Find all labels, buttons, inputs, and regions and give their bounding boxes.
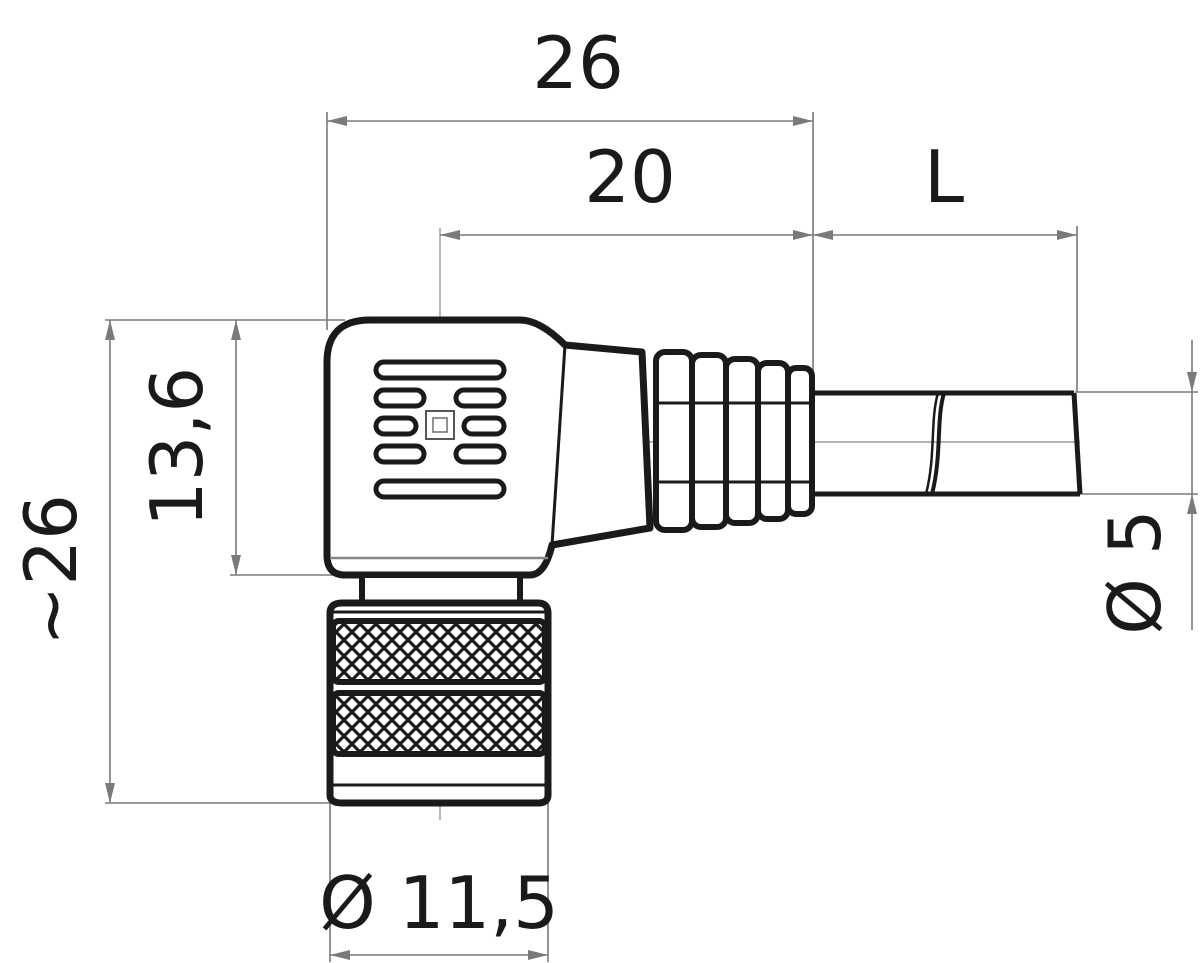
connector-body [323, 316, 1083, 807]
dim-cable-diameter [1187, 340, 1197, 630]
label-body-length: 20 [584, 135, 676, 219]
dimension-labels: 26 20 L 13,6 ~26 Ø 5 Ø 11,5 [9, 21, 1177, 945]
grip-grooves [373, 359, 507, 500]
dim-body-height [231, 320, 241, 575]
dim-coupling-diameter [330, 950, 548, 960]
label-cable-diameter: Ø 5 [1093, 509, 1177, 634]
extension-lines [105, 112, 1198, 962]
label-coupling-diameter: Ø 11,5 [319, 861, 559, 945]
dim-cable-length [813, 230, 1077, 240]
dim-overall-height [105, 320, 115, 803]
label-cable-length: L [924, 135, 964, 219]
strain-relief [653, 349, 815, 533]
coupling-nut [326, 599, 552, 807]
dim-body-length [440, 230, 813, 240]
cable [812, 390, 1083, 497]
label-overall-height: ~26 [9, 494, 93, 646]
label-body-height: 13,6 [135, 367, 219, 527]
dim-overall-length [327, 116, 813, 126]
label-overall-length: 26 [532, 21, 624, 105]
